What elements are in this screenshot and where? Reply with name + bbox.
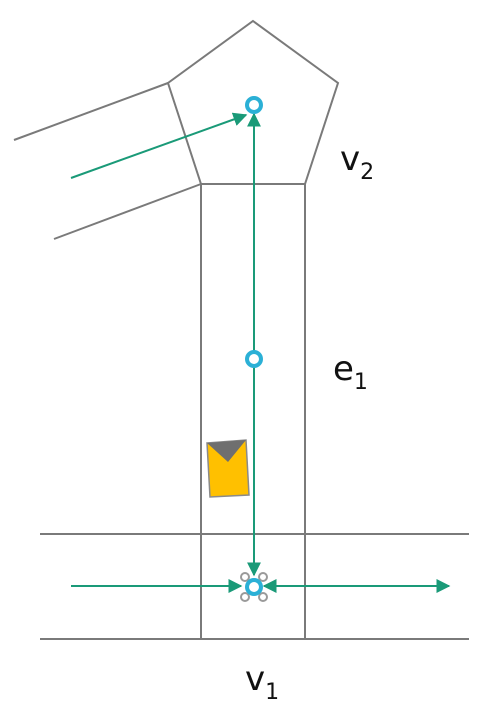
- side-road-upper-border: [13, 82, 169, 141]
- side-road-lower-border: [53, 183, 202, 240]
- node-e1-marker: [245, 350, 263, 368]
- node-v1-waypoint-cluster: [240, 572, 268, 602]
- label-e1: e1: [333, 349, 368, 395]
- label-v1: v1: [245, 659, 280, 705]
- node-v2-marker: [245, 96, 263, 114]
- agent-vehicle-icon: [206, 439, 250, 498]
- node-v1-marker: [245, 578, 263, 596]
- arrow-side-to-v2: [70, 112, 248, 179]
- label-v2: v2: [340, 139, 375, 185]
